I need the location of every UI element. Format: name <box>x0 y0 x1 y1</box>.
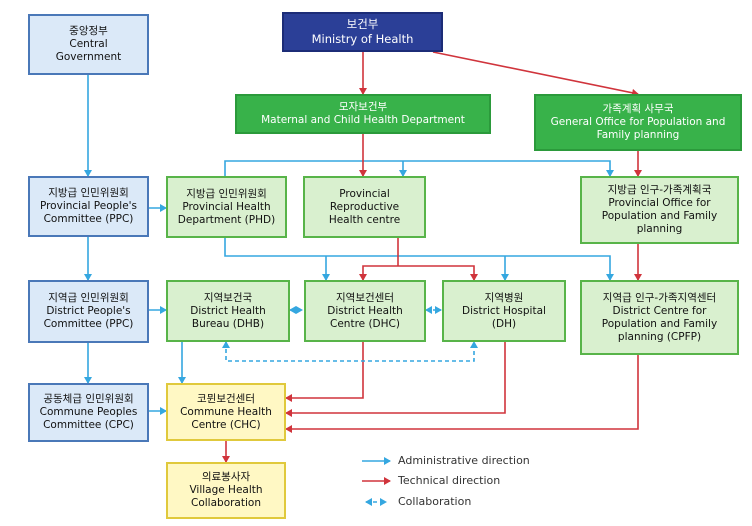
node-line: Committee (CPC) <box>43 419 134 431</box>
node-line: Population and Family <box>601 210 718 222</box>
legend-technical-label: Technical direction <box>398 474 501 487</box>
node-line: District Hospital <box>462 304 546 317</box>
node-line: 지방급 인민위원회 <box>186 187 267 200</box>
node-line: (DH) <box>491 317 517 330</box>
node-line: District Health <box>327 304 403 317</box>
edge-dhc-chc <box>285 342 364 402</box>
edge-dcpfp-chc <box>285 355 639 433</box>
edge-prhc-dh <box>398 265 478 281</box>
node-line: Centre (DHC) <box>330 317 400 330</box>
edge-phd-district-bus <box>224 238 614 281</box>
node-line: Department (PHD) <box>177 213 276 226</box>
node-line: Bureau (DHB) <box>191 317 265 330</box>
node-line: 보건부 <box>346 17 379 31</box>
legend-collaboration-label: Collaboration <box>398 495 472 508</box>
node-line: Provincial Office for <box>608 197 711 209</box>
node-line: 지역보건국 <box>203 291 253 304</box>
node-line: Collaboration <box>191 497 261 509</box>
node-line: 가족계획 사무국 <box>602 103 674 115</box>
node-line: Committee (PPC) <box>43 318 134 330</box>
edge-moh-gopfp <box>432 51 639 97</box>
node-line: Reproductive <box>329 200 400 213</box>
node-line: Commune Peoples <box>39 406 138 418</box>
node-line: Village Health <box>189 484 263 496</box>
node-line: Commune Health <box>180 405 272 418</box>
node-line: 지방급 인민위원회 <box>48 187 129 199</box>
node-line: Provincial Health <box>182 200 271 213</box>
node-line: Provincial People's <box>39 200 138 212</box>
legend-administrative-label: Administrative direction <box>398 454 530 467</box>
node-line: 코뮌보건센터 <box>197 392 255 405</box>
node-line: 지방급 인구-가족계획국 <box>607 184 712 196</box>
node-line: Government <box>55 51 122 63</box>
node-line: 지역보건센터 <box>336 291 394 304</box>
edge-dh-chc <box>285 342 506 417</box>
node-line: Committee (PPC) <box>43 213 134 225</box>
node-line: Ministry of Health <box>311 32 414 46</box>
node-line: General Office for Population and <box>550 116 726 128</box>
node-line: 중앙정부 <box>69 25 108 37</box>
node-line: Central <box>69 38 108 50</box>
edge-prhc-dhc <box>359 265 398 281</box>
node-line: Provincial <box>339 187 390 200</box>
node-line: planning (CPFP) <box>617 330 702 343</box>
node-line: Health centre <box>328 213 401 226</box>
node-line: planning <box>636 223 683 235</box>
node-line: 지역병원 <box>484 291 524 304</box>
node-line: Family planning <box>596 129 680 141</box>
node-line: 지역급 인구-가족지역센터 <box>602 291 717 304</box>
node-line: 의료봉사자 <box>201 471 251 483</box>
node-line: District Health <box>190 304 266 317</box>
node-line: Population and Family <box>601 317 718 330</box>
node-line: 모자보건부 <box>338 101 388 113</box>
node-line: Maternal and Child Health Department <box>261 114 465 126</box>
collab-dhb-dh <box>222 341 478 362</box>
node-line: Centre (CHC) <box>191 418 261 431</box>
node-line: 지역급 인민위원회 <box>48 292 129 304</box>
node-line: 공동체급 인민위원회 <box>43 393 134 405</box>
node-line: District Centre for <box>612 304 707 317</box>
edge-admin-bus-top <box>224 160 614 177</box>
node-line: District People's <box>46 305 131 317</box>
